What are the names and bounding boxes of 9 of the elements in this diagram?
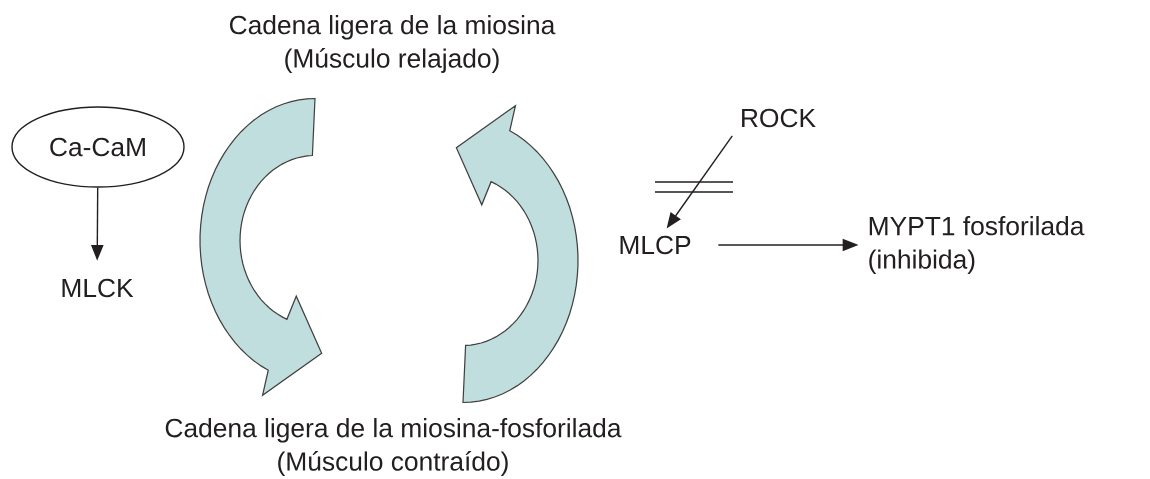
protein-label: MYPT1 fosforilada (inhibida) xyxy=(869,216,1085,274)
curved-arrow xyxy=(455,104,579,404)
curved-arrow xyxy=(199,97,323,397)
protein-label: ROCK xyxy=(742,108,816,128)
protein-label: MLCK xyxy=(62,278,134,298)
oval-node: Ca-CaM xyxy=(11,106,185,188)
state-label: Cadena ligera de la miosina (Músculo relajado) xyxy=(229,15,556,73)
state-label: Cadena ligera de la miosina-fosforilada (Músculo contraído) xyxy=(165,418,622,476)
protein-label: MLCP xyxy=(620,235,691,255)
